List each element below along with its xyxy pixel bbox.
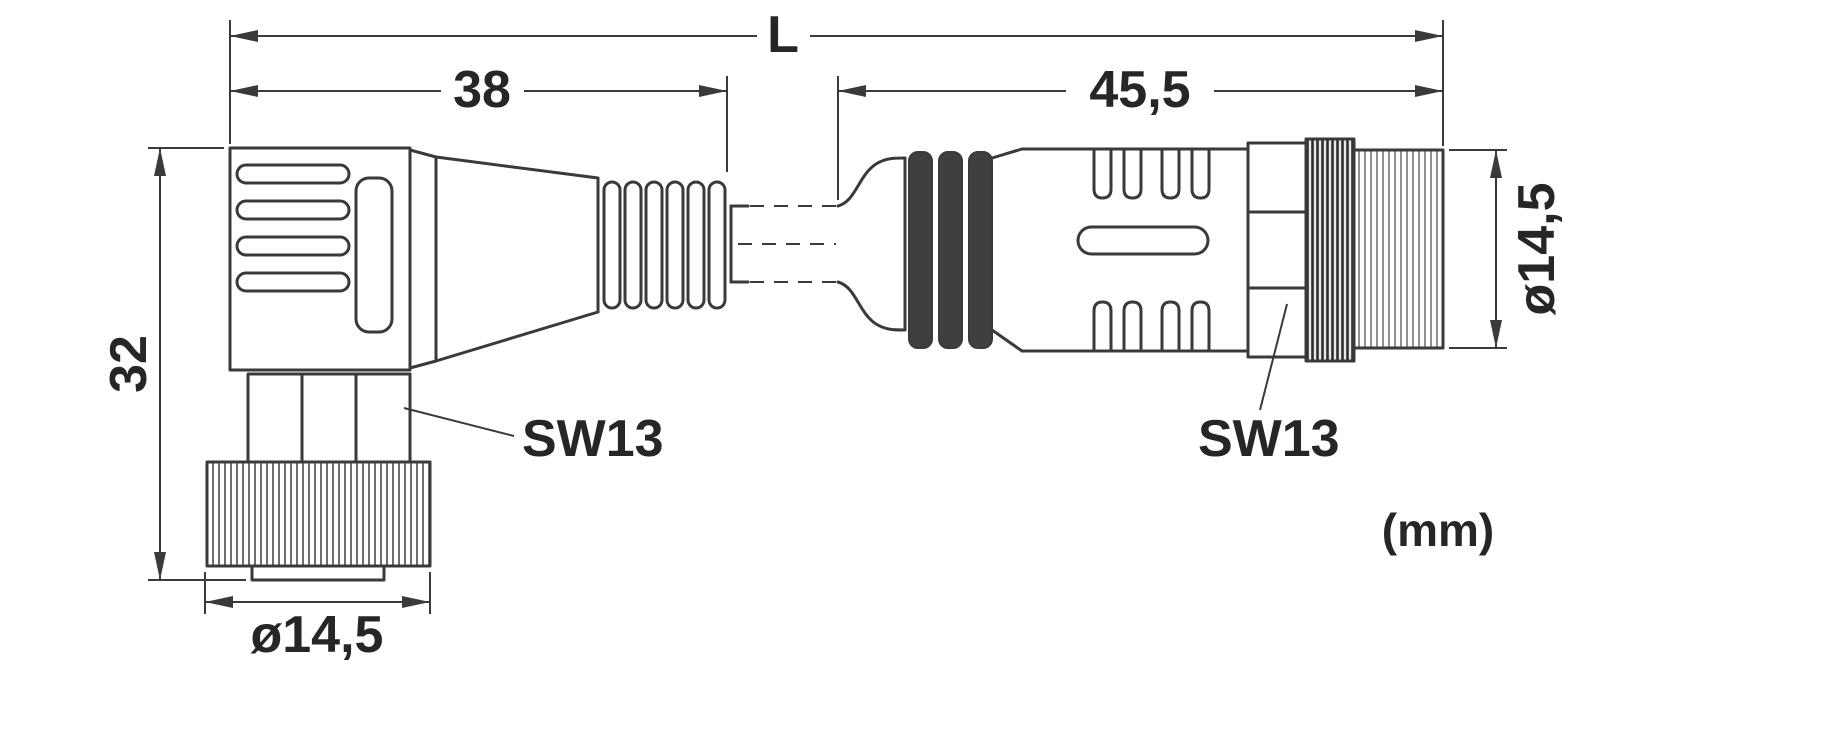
right-body-rib bbox=[1122, 147, 1143, 200]
right-body-rib bbox=[1160, 147, 1181, 200]
left-socket-face bbox=[250, 564, 386, 582]
right-cone-top bbox=[990, 147, 1024, 160]
left-knurled-coupling-nut bbox=[205, 460, 432, 568]
dim-label-left-diameter: ø14,5 bbox=[251, 606, 384, 664]
dim-label-overall-length: L bbox=[767, 6, 799, 64]
right-body-rib bbox=[1092, 300, 1113, 353]
right-gland-top bbox=[836, 156, 907, 208]
right-knurled-ring bbox=[1304, 137, 1356, 363]
left-body-rib bbox=[235, 163, 351, 185]
right-body-rib bbox=[1122, 300, 1143, 353]
dim-label-left-length: 38 bbox=[453, 61, 511, 119]
strain-relief-rib bbox=[707, 180, 727, 310]
cable bbox=[738, 205, 836, 283]
strain-relief-rib bbox=[602, 180, 622, 310]
leader-line-sw13-left bbox=[403, 407, 515, 437]
strain-relief-rib bbox=[665, 180, 685, 310]
right-body-rib bbox=[1190, 147, 1211, 200]
seal-ring bbox=[908, 151, 933, 349]
right-body-rib bbox=[1160, 300, 1181, 353]
right-body-rib bbox=[1092, 147, 1113, 200]
right-hex-nut bbox=[1246, 141, 1308, 359]
label-left-wrench-size: SW13 bbox=[522, 410, 664, 468]
right-body-rib bbox=[1190, 300, 1211, 353]
strain-relief-rib bbox=[644, 180, 664, 310]
dim-label-left-height: 32 bbox=[100, 335, 158, 393]
right-cone-bottom bbox=[990, 328, 1024, 353]
left-connector bbox=[205, 146, 750, 582]
strain-relief-rib bbox=[623, 180, 643, 310]
right-body-slot bbox=[1076, 225, 1210, 256]
leader-line-sw13-right bbox=[1259, 303, 1288, 411]
left-cone-top bbox=[408, 148, 600, 180]
strain-relief-rib bbox=[686, 180, 706, 310]
label-right-wrench-size: SW13 bbox=[1198, 410, 1340, 468]
left-body-rib bbox=[235, 199, 351, 221]
seal-ring bbox=[968, 151, 993, 349]
left-body-rib bbox=[235, 271, 351, 293]
dimensions: L 38 45,5 32 ø14,5 ø14,5 SW13 SW13 (mm) bbox=[100, 6, 1566, 664]
left-cone-bottom bbox=[408, 310, 600, 370]
left-hex-nut bbox=[246, 372, 412, 464]
right-thread bbox=[1352, 148, 1445, 350]
right-gland-bottom bbox=[836, 280, 907, 332]
right-connector bbox=[836, 137, 1445, 363]
dim-label-right-diameter: ø14,5 bbox=[1508, 183, 1566, 316]
dim-label-right-length: 45,5 bbox=[1089, 61, 1190, 119]
left-connector-body bbox=[228, 146, 412, 372]
seal-ring bbox=[938, 151, 963, 349]
units-note: (mm) bbox=[1382, 504, 1494, 556]
left-body-rib bbox=[235, 235, 351, 257]
left-body-slot bbox=[354, 176, 394, 334]
